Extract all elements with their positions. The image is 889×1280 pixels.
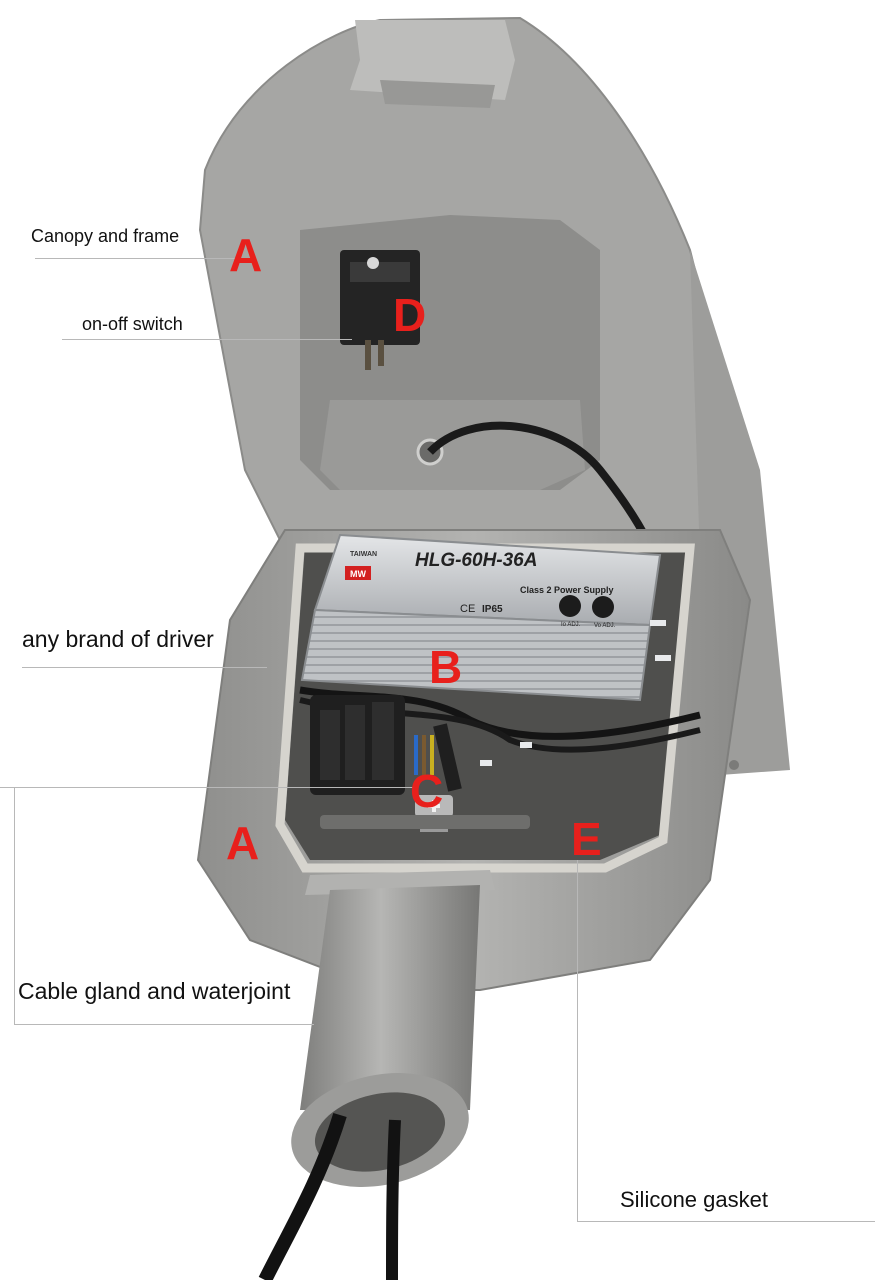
letter-c: C <box>410 765 444 817</box>
driver-vo-adj-text: Vo ADJ. <box>594 623 616 629</box>
letter-e: E <box>571 813 602 865</box>
leader-gland-horizontal <box>0 787 415 788</box>
leader-driver <box>22 667 267 668</box>
driver-io-adj-text: Io ADJ. <box>561 622 581 628</box>
spigot-pipe <box>258 870 495 1280</box>
leader-gland-vertical <box>14 787 15 1025</box>
letter-a-bottom: A <box>226 817 260 869</box>
letter-b: B <box>429 641 463 693</box>
driver-maker-text: TAIWAN <box>350 551 377 558</box>
caption-driver: any brand of driver <box>22 626 214 652</box>
driver-brand-box-text: MW <box>350 569 366 579</box>
driver-ce-text: CE <box>460 603 475 615</box>
leader-gasket-horizontal <box>577 1221 875 1222</box>
leader-gland-bottom <box>14 1024 314 1025</box>
leader-canopy <box>35 258 237 259</box>
led-driver: MW TAIWAN HLG-60H-36A Class 2 Power Supp… <box>300 533 671 702</box>
cable-gland-part <box>320 795 530 832</box>
driver-class-text: Class 2 Power Supply <box>520 585 614 595</box>
wiring <box>299 686 701 795</box>
canopy-lid <box>198 16 790 775</box>
caption-gland: Cable gland and waterjoint <box>18 978 291 1004</box>
driver-ip-text: IP65 <box>482 604 503 615</box>
letter-a-top: A <box>229 229 263 281</box>
driver-model-text: HLG-60H-36A <box>415 550 537 571</box>
on-off-switch-part <box>340 250 420 370</box>
caption-switch: on-off switch <box>82 314 183 334</box>
letter-d: D <box>393 289 427 341</box>
leader-gasket-vertical <box>577 860 578 1222</box>
caption-canopy: Canopy and frame <box>31 226 180 246</box>
caption-gasket: Silicone gasket <box>620 1187 768 1212</box>
leader-switch <box>62 339 352 340</box>
